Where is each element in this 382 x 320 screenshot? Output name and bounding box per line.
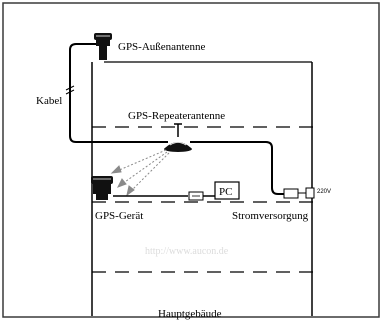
serial-adapter-icon	[188, 191, 204, 201]
signal-arrows	[110, 149, 170, 197]
power-cable	[190, 141, 284, 195]
voltage-label: 220V	[317, 189, 331, 195]
outer-frame	[2, 2, 380, 318]
cable-break-mark	[65, 85, 75, 95]
gps-device-label: GPS-Gerät	[95, 210, 143, 222]
antenna-cable	[69, 43, 168, 143]
gps-antenna-icon	[94, 33, 112, 60]
watermark-url: http://www.aucon.de	[145, 246, 229, 257]
pc-box-icon	[214, 181, 240, 200]
gps-device-icon	[91, 176, 113, 200]
main-building-label: Hauptgebäude	[158, 308, 222, 320]
repeater-antenna-label: GPS-Repeaterantenne	[128, 110, 225, 122]
repeater-dome-icon	[164, 123, 192, 152]
power-adapter-icon	[283, 187, 315, 199]
power-supply-label: Stromversorgung	[232, 210, 309, 222]
outdoor-antenna-label: GPS-Außenantenne	[118, 41, 205, 53]
pc-label: PC	[219, 186, 232, 198]
cable-label: Kabel	[36, 95, 62, 107]
